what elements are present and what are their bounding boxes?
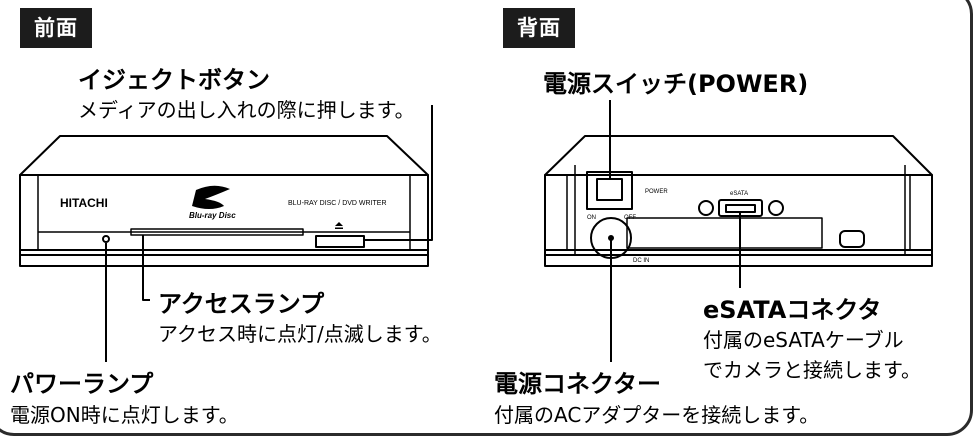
power-label: POWER [645,189,668,195]
access-lamp-desc: アクセス時に点灯/点滅します。 [158,322,442,346]
power-lamp-led [102,235,110,243]
access-leader-line [142,235,150,301]
esata-connector-desc-1: 付属のeSATAケーブル [703,328,904,352]
esata-connector-title: eSATAコネクタ [703,296,882,324]
on-label: ON [587,215,596,221]
eject-leader-line [364,105,433,241]
dc-in-label: DC IN [633,258,649,264]
access-lamp-slot [130,228,304,236]
blu-ray-logo-icon: Blu-ray Disc [189,185,236,220]
svg-text:Blu-ray Disc: Blu-ray Disc [189,211,236,220]
front-tag: 前面 [20,8,92,48]
eject-icon [335,222,343,229]
eject-button-desc: メディアの出し入れの際に押します。 [78,98,415,122]
esata-connector-desc-2: でカメラと接続します。 [703,358,921,382]
device-brand-label: HITACHI [60,196,108,210]
eject-button[interactable] [315,235,365,248]
eject-button-title: イジェクトボタン [78,66,270,94]
esata-port-label: eSATA [730,191,748,197]
back-device [544,135,933,267]
back-tag: 背面 [503,8,575,48]
off-label: OFF [624,215,636,221]
access-lamp-title: アクセスランプ [158,290,325,318]
power-lamp-desc: 電源ON時に点灯します。 [10,403,239,427]
power-connector-title: 電源コネクター [494,370,662,398]
power-switch-title: 電源スイッチ(POWER) [543,70,809,98]
power-connector-desc: 付属のACアダプターを接続します。 [494,403,820,427]
power-lamp-title: パワーランプ [10,370,154,398]
device-type-label: BLU-RAY DISC / DVD WRITER [288,200,387,207]
front-device [19,135,429,267]
